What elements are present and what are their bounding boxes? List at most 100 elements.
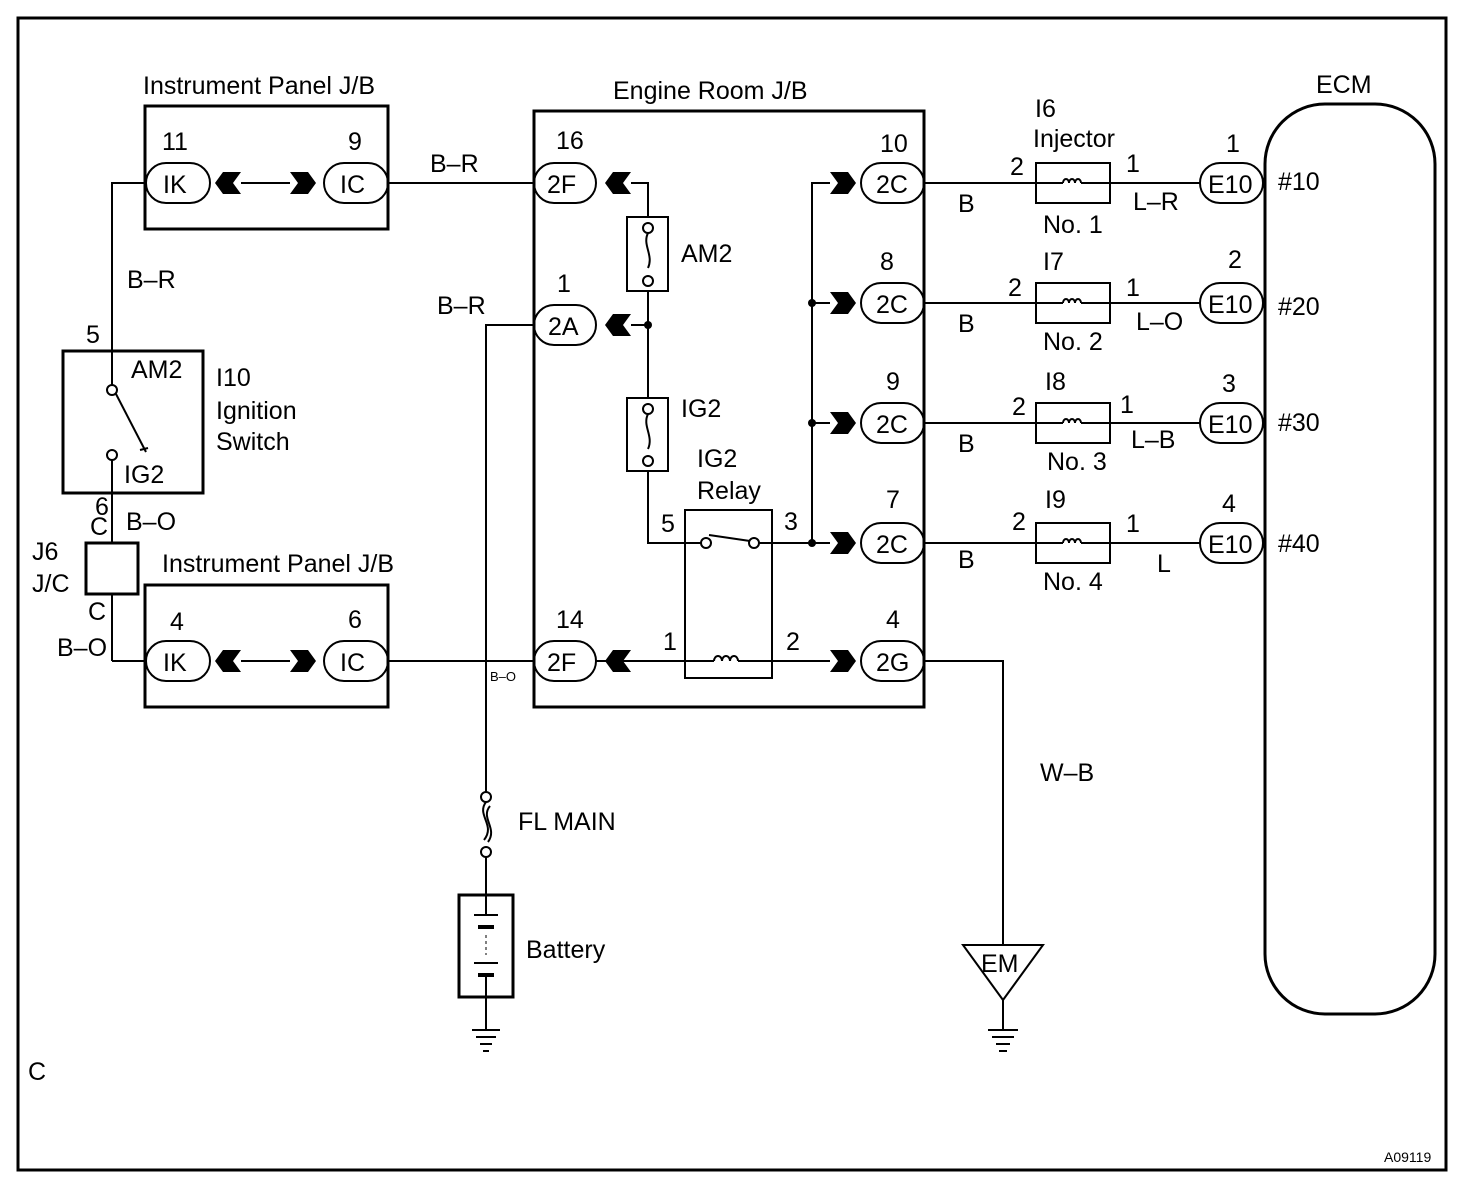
pin-2c-1: 10 <box>880 130 908 158</box>
connector-2f-top: 2F <box>547 171 576 199</box>
ecm-terminal-20: #20 <box>1278 293 1320 321</box>
inj2-no: No. 2 <box>1043 328 1103 356</box>
pin-ik-top: 11 <box>162 128 188 156</box>
instrument-panel-jb-top: Instrument Panel J/B 11 9 IK IC <box>143 72 390 231</box>
connector-2f-bottom: 2F <box>547 649 576 677</box>
fl-main-label: FL MAIN <box>518 808 616 836</box>
ecm-pin-2: 2 <box>1228 246 1242 274</box>
pin-2a: 1 <box>557 270 571 298</box>
wire-b-r-left: B–R <box>127 266 176 294</box>
wire-w-b: W–B <box>1040 759 1094 787</box>
battery: Battery <box>457 893 606 1052</box>
pin-ic-bottom: 6 <box>348 606 362 634</box>
inj3-id: I8 <box>1045 368 1066 396</box>
inj3-pin-out: 1 <box>1120 391 1134 419</box>
inj1-pin-in: 2 <box>1010 153 1024 181</box>
wire-b-4: B <box>958 546 975 574</box>
connector-ic-top: IC <box>340 171 365 199</box>
ecm: ECM 1 E10 #10 2 E10 #20 3 E10 #30 4 E10 … <box>1199 71 1437 1016</box>
ignition-ig2-label: IG2 <box>124 461 164 489</box>
engine-room-jb-label: Engine Room J/B <box>613 77 808 105</box>
instrument-panel-jb-label-2: Instrument Panel J/B <box>162 550 394 578</box>
wire-b-o-left: B–O <box>57 634 107 662</box>
injector-no2: B 2 I7 No. 2 1 L–O <box>924 248 1200 356</box>
relay-pin-5: 5 <box>661 510 675 538</box>
inj4-no: No. 4 <box>1043 568 1103 596</box>
inj2-pin-out: 1 <box>1126 274 1140 302</box>
ecm-terminal-40: #40 <box>1278 530 1320 558</box>
instrument-panel-jb-bottom: Instrument Panel J/B 4 6 IK IC <box>143 550 394 709</box>
relay-pin-3: 3 <box>784 508 798 536</box>
ignition-am2-label: AM2 <box>131 356 182 384</box>
wire-b-r-top: B–R <box>430 150 479 178</box>
connector-2a: 2A <box>548 313 579 341</box>
inj2-pin-in: 2 <box>1008 274 1022 302</box>
diagram-frame <box>16 16 1448 1172</box>
engine-room-jb: Engine Room J/B 16 2F AM2 1 2A IG2 IG2 R… <box>532 77 926 709</box>
ground-em: W–B EM <box>924 660 1094 1052</box>
corner-letter: C <box>28 1058 46 1086</box>
inj4-pin-out: 1 <box>1126 510 1140 538</box>
instrument-panel-jb-label: Instrument Panel J/B <box>143 72 375 100</box>
connector-e10-3: E10 <box>1208 411 1252 439</box>
wire-b-2: B <box>958 310 975 338</box>
ignition-switch-id: I10 <box>216 364 251 392</box>
pin-2g: 4 <box>886 606 900 634</box>
inj1-pin-out: 1 <box>1126 150 1140 178</box>
pin-2f-top: 16 <box>556 127 584 155</box>
inj4-id: I9 <box>1045 486 1066 514</box>
connector-2c-4: 2C <box>876 531 908 559</box>
relay-label-1: IG2 <box>697 445 737 473</box>
connector-e10-4: E10 <box>1208 531 1252 559</box>
connector-ik-bottom: IK <box>163 649 187 677</box>
wire-b-o-small: B–O <box>490 669 516 684</box>
connector-e10-1: E10 <box>1208 171 1252 199</box>
ecm-terminal-10: #10 <box>1278 168 1320 196</box>
ecm-pin-4: 4 <box>1222 490 1236 518</box>
battery-label: Battery <box>526 936 606 964</box>
jc-label-1: J6 <box>32 538 58 566</box>
relay-pin-1: 1 <box>663 628 677 656</box>
inj4-pin-in: 2 <box>1012 508 1026 536</box>
connector-2c-2: 2C <box>876 291 908 319</box>
wire-b-o-jc: B–O <box>126 508 176 536</box>
connector-2c-1: 2C <box>876 171 908 199</box>
relay-pin-2: 2 <box>786 628 800 656</box>
inj2-id: I7 <box>1043 248 1064 276</box>
connector-2c-3: 2C <box>876 411 908 439</box>
ignition-pin-am2: 5 <box>86 321 100 349</box>
connector-ic-bottom: IC <box>340 649 365 677</box>
ecm-pin-3: 3 <box>1222 370 1236 398</box>
wire-b-r-2a: B–R <box>437 292 486 320</box>
fuse-am2-label: AM2 <box>681 240 732 268</box>
inj1-no: No. 1 <box>1043 211 1103 239</box>
connector-ik-top: IK <box>163 171 187 199</box>
inj1-id: I6 <box>1035 95 1056 123</box>
injector-no4: B 2 I9 No. 4 1 L <box>924 486 1200 596</box>
connector-e10-2: E10 <box>1208 291 1252 319</box>
pin-ik-bottom: 4 <box>170 608 184 636</box>
injector-no1: B 2 I6 Injector No. 1 1 L–R <box>924 95 1200 239</box>
ecm-title: ECM <box>1316 71 1372 99</box>
inj1-wire: L–R <box>1133 188 1179 216</box>
jc-pin-top: C <box>90 513 108 541</box>
inj4-wire: L <box>1157 550 1171 578</box>
jc-label-2: J/C <box>32 570 70 598</box>
inj2-wire: L–O <box>1136 308 1183 336</box>
ignition-pin-ig2: 6 <box>95 493 109 521</box>
inj3-pin-in: 2 <box>1012 393 1026 421</box>
pin-2c-3: 9 <box>886 368 900 396</box>
fl-main-fusible-link: FL MAIN <box>480 791 616 895</box>
ground-em-label: EM <box>981 950 1019 978</box>
figure-code: A09119 <box>1384 1149 1431 1165</box>
ignition-switch-name-2: Switch <box>216 428 290 456</box>
pin-2f-bottom: 14 <box>556 606 584 634</box>
junction-connector-j6: C B–O J6 J/C C <box>32 508 176 661</box>
inj3-no: No. 3 <box>1047 448 1107 476</box>
wire-b-3: B <box>958 430 975 458</box>
jc-pin-bottom: C <box>88 598 106 626</box>
pin-2c-4: 7 <box>886 486 900 514</box>
ecm-terminal-30: #30 <box>1278 409 1320 437</box>
ecm-pin-1: 1 <box>1226 130 1240 158</box>
